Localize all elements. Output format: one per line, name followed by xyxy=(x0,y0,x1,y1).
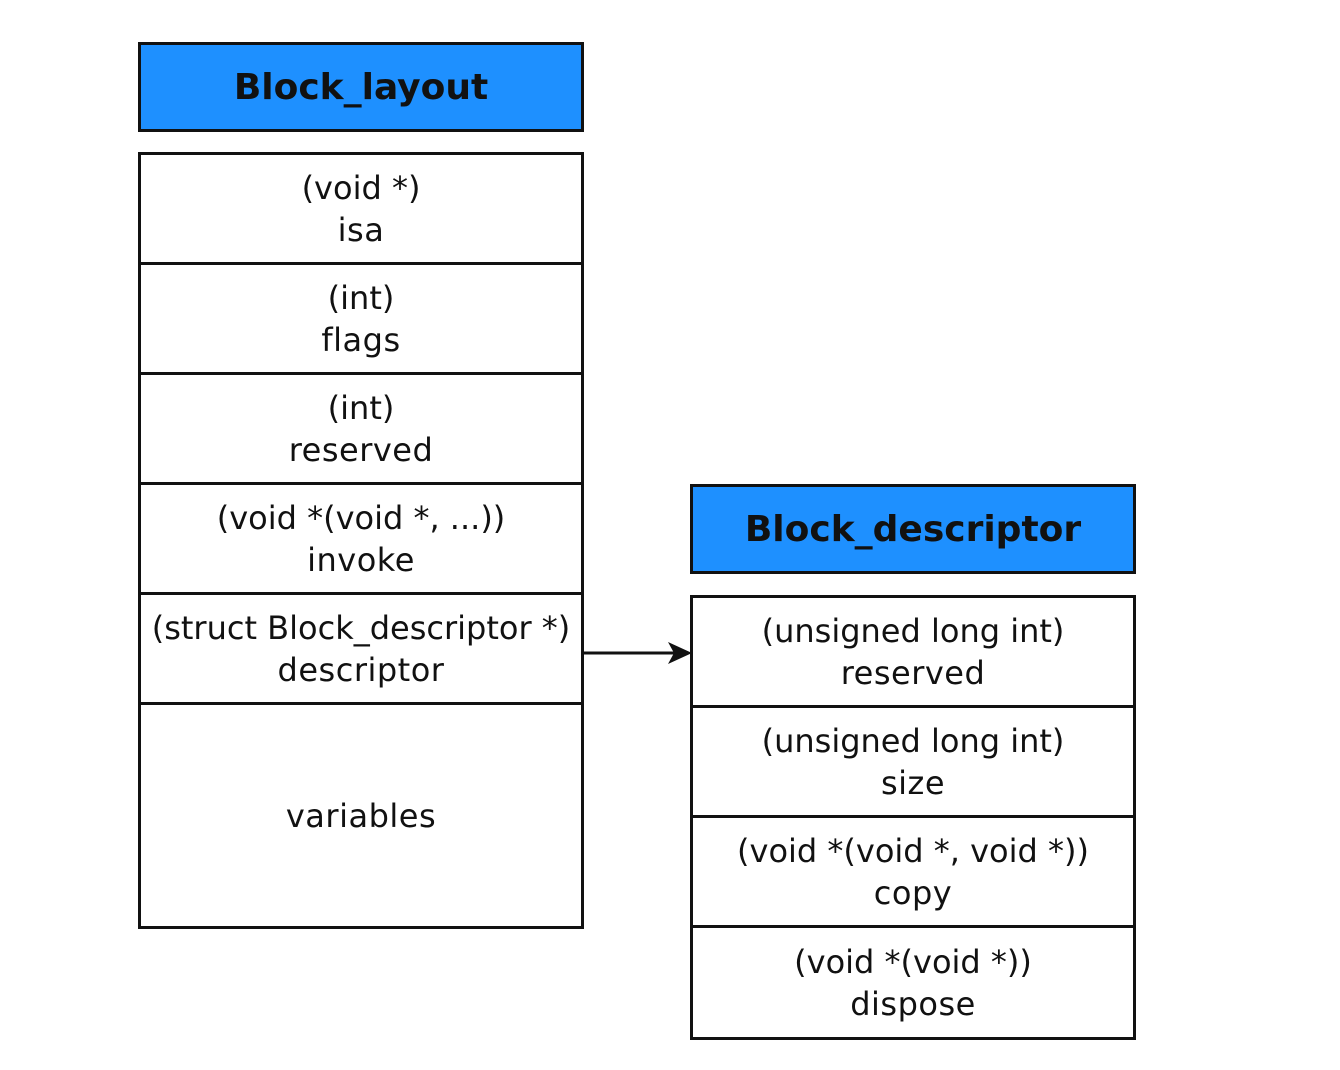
field-type: (void *(void *)) xyxy=(794,942,1032,981)
arrow-head xyxy=(668,642,692,664)
layout-field-descriptor: (struct Block_descriptor *) descriptor xyxy=(141,595,581,705)
field-type: (void *(void *, ...)) xyxy=(216,498,506,537)
field-type: (unsigned long int) xyxy=(761,721,1065,760)
field-name: reserved xyxy=(840,653,986,692)
layout-field-reserved: (int) reserved xyxy=(141,375,581,485)
descriptor-field-copy: (void *(void *, void *)) copy xyxy=(693,818,1133,928)
field-name: flags xyxy=(321,320,401,359)
layout-field-variables: variables xyxy=(141,705,581,926)
block-layout-title: Block_layout xyxy=(138,42,584,132)
block-descriptor-struct: (unsigned long int) reserved (unsigned l… xyxy=(690,595,1136,1040)
descriptor-field-reserved: (unsigned long int) reserved xyxy=(693,598,1133,708)
block-layout-struct: (void *) isa (int) flags (int) reserved … xyxy=(138,152,584,929)
field-name: variables xyxy=(285,796,437,835)
block-descriptor-title: Block_descriptor xyxy=(690,484,1136,574)
field-type: (struct Block_descriptor *) xyxy=(151,608,571,647)
field-type: (void *) xyxy=(301,168,421,207)
layout-field-isa: (void *) isa xyxy=(141,155,581,265)
field-type: (int) xyxy=(327,388,395,427)
field-type: (int) xyxy=(327,278,395,317)
layout-field-invoke: (void *(void *, ...)) invoke xyxy=(141,485,581,595)
field-type: (unsigned long int) xyxy=(761,611,1065,650)
field-name: dispose xyxy=(850,984,976,1023)
layout-field-flags: (int) flags xyxy=(141,265,581,375)
pointer-arrow xyxy=(582,642,692,664)
field-name: copy xyxy=(873,873,953,912)
descriptor-field-size: (unsigned long int) size xyxy=(693,708,1133,818)
field-name: size xyxy=(880,763,946,802)
field-name: isa xyxy=(337,210,385,249)
field-name: reserved xyxy=(288,430,434,469)
field-type: (void *(void *, void *)) xyxy=(737,831,1089,870)
field-name: descriptor xyxy=(277,650,445,689)
descriptor-field-dispose: (void *(void *)) dispose xyxy=(693,928,1133,1037)
field-name: invoke xyxy=(307,540,415,579)
